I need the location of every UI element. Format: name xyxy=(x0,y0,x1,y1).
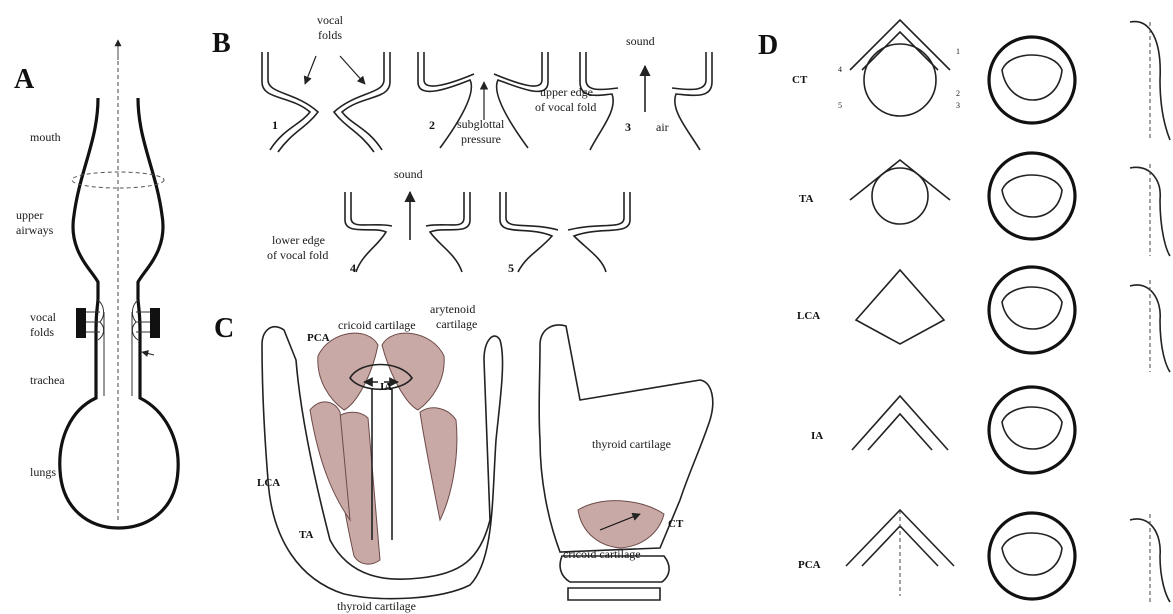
row-ct-shapes xyxy=(850,20,1170,140)
vibration-cycle-diagram xyxy=(262,52,712,272)
label-upper-edge-2: of vocal fold xyxy=(535,101,596,113)
label-ta: TA xyxy=(299,530,313,541)
panel-letter-a: A xyxy=(14,66,34,94)
ct-num-5: 5 xyxy=(838,100,842,112)
row-label-ct: CT xyxy=(792,75,807,86)
label-trachea: trachea xyxy=(30,374,65,386)
muscle-action-diagrams xyxy=(846,20,1170,602)
label-pressure: pressure xyxy=(461,133,501,145)
row-ia-shapes xyxy=(852,387,1075,473)
ct-num-3: 3 xyxy=(956,100,960,112)
left-fold-block xyxy=(76,308,86,338)
row-label-lca: LCA xyxy=(797,311,820,322)
label-cricoid-cartilage: cricoid cartilage xyxy=(338,319,416,331)
label-upper-edge: upper edge xyxy=(540,86,593,98)
label-lower-edge-2: of vocal fold xyxy=(267,249,328,261)
label-subglottal: subglottal xyxy=(457,118,504,130)
step-4: 4 xyxy=(350,262,356,274)
label-folds: folds xyxy=(30,326,54,338)
label-airways: airways xyxy=(16,224,53,236)
row-label-pca: PCA xyxy=(798,560,821,571)
label-pca: PCA xyxy=(307,333,330,344)
row-label-ta: TA xyxy=(799,194,813,205)
label-lca: LCA xyxy=(257,478,280,489)
phase-4-shape xyxy=(345,192,470,272)
phase-1-shape xyxy=(262,52,390,152)
panel-letter-b: B xyxy=(212,30,231,58)
label-vocal: vocal xyxy=(30,311,56,323)
label-sound-bottom: sound xyxy=(394,168,423,180)
label-cricoid-cartilage-side: cricoid cartilage xyxy=(563,548,641,560)
label-ct: CT xyxy=(668,519,683,530)
row-lca-shapes xyxy=(856,267,1170,372)
vocal-tract-diagram xyxy=(60,40,178,528)
ct-num-2: 2 xyxy=(956,88,960,100)
step-2: 2 xyxy=(429,119,435,131)
panel-letter-d: D xyxy=(758,32,778,60)
ct-num-4: 4 xyxy=(838,64,842,76)
row-ta-shapes xyxy=(850,153,1170,256)
larynx-top-view xyxy=(262,327,503,599)
step-3: 3 xyxy=(625,121,631,133)
label-thyroid-cartilage-side: thyroid cartilage xyxy=(592,438,671,450)
phase-5-shape xyxy=(500,192,630,272)
row-label-ia: IA xyxy=(811,431,823,442)
row-pca-shapes xyxy=(846,510,1170,602)
label-lungs: lungs xyxy=(30,466,56,478)
label-lower-edge: lower edge xyxy=(272,234,325,246)
label-vocal-folds-1: vocal xyxy=(310,14,350,26)
step-1: 1 xyxy=(272,119,278,131)
label-vocal-folds-2: folds xyxy=(310,29,350,41)
label-sound-top: sound xyxy=(626,35,655,47)
right-fold-block xyxy=(150,308,160,338)
label-arytenoid: arytenoid xyxy=(430,303,475,315)
label-ia: IA xyxy=(380,382,392,393)
ct-num-1: 1 xyxy=(956,46,960,58)
label-thyroid-cartilage: thyroid cartilage xyxy=(337,600,416,612)
label-upper: upper xyxy=(16,209,43,221)
label-arytenoid-cartilage: cartilage xyxy=(436,318,477,330)
label-air: air xyxy=(656,121,669,133)
panel-letter-c: C xyxy=(214,315,234,343)
step-5: 5 xyxy=(508,262,514,274)
phase-3-shape xyxy=(580,52,712,150)
label-mouth: mouth xyxy=(30,131,61,143)
